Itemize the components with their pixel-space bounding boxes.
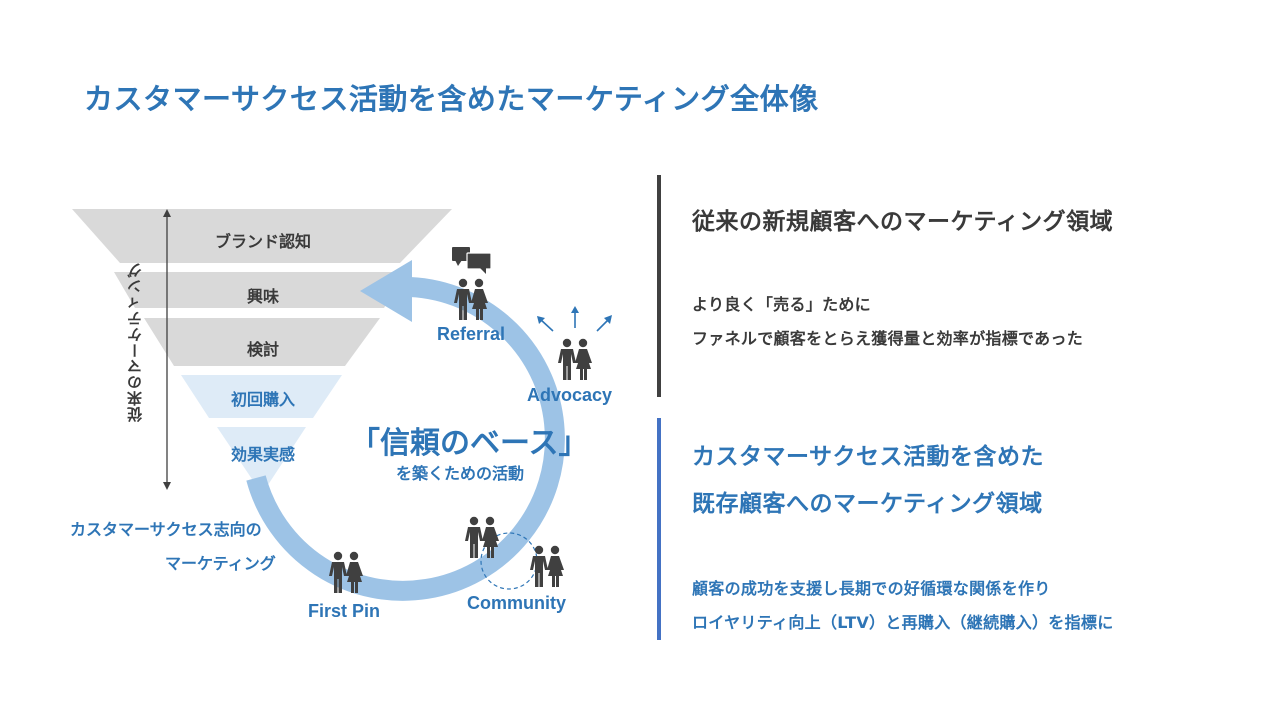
funnel-stage-first-purchase: [181, 375, 342, 418]
range-arrow-bottom-icon: [163, 482, 171, 490]
advocacy-couple-icon: [558, 338, 592, 380]
cs-marketing-label-line2: マーケティング: [165, 554, 276, 573]
cs-body-line2: ロイヤリティ向上（LTV）と再購入（継続購入）を指標に: [692, 613, 1114, 632]
cs-heading-line2: 既存顧客へのマーケティング領域: [692, 491, 1043, 517]
node-label-advocacy: Advocacy: [527, 385, 613, 405]
customer-success-section-bar: [657, 418, 661, 640]
community-couple-1-icon: [465, 516, 499, 558]
node-label-referral: Referral: [437, 324, 506, 344]
traditional-section-bar: [657, 175, 661, 397]
funnel-label-effect-realization: 効果実感: [230, 445, 295, 464]
node-label-community: Community: [467, 593, 566, 613]
cs-marketing-label-line1: カスタマーサクセス志向の: [70, 520, 262, 539]
range-arrow-top-icon: [163, 209, 171, 217]
funnel-stage-effect-realization: [217, 427, 306, 494]
cs-heading-line1: カスタマーサクセス活動を含めた: [692, 444, 1045, 470]
cs-body-line1: 顧客の成功を支援し長期での好循環な関係を作り: [692, 579, 1051, 598]
funnel-label-brand-awareness: ブランド認知: [214, 232, 311, 251]
node-label-first-pin: First Pin: [308, 601, 381, 621]
page-title: カスタマーサクセス活動を含めたマーケティング全体像: [84, 82, 819, 116]
funnel-stage-interest: [114, 272, 406, 308]
traditional-marketing-vertical-label: 従来のマーケティング: [126, 262, 144, 422]
traditional-body-line1: より良く「売る」ために: [692, 295, 871, 314]
funnel-label-consideration: 検討: [246, 340, 279, 359]
marketing-diagram: [72, 209, 612, 601]
cycle-arc: [246, 277, 565, 601]
traditional-heading: 従来の新規顧客へのマーケティング領域: [692, 209, 1114, 235]
community-couple-2-icon: [530, 545, 564, 587]
advocacy-arrows-icon: [537, 306, 612, 332]
trust-base-heading: 「信頼のベース」: [350, 426, 589, 461]
funnel-label-first-purchase: 初回購入: [230, 390, 295, 409]
speech-bubbles-icon: [452, 247, 492, 274]
funnel-label-interest: 興味: [246, 287, 279, 306]
traditional-body-line2: ファネルで顧客をとらえ獲得量と効率が指標であった: [692, 329, 1084, 348]
trust-base-subheading: を築くための活動: [396, 464, 525, 483]
cycle-arrow-head-icon: [360, 260, 412, 322]
funnel-stage-consideration: [144, 318, 380, 366]
